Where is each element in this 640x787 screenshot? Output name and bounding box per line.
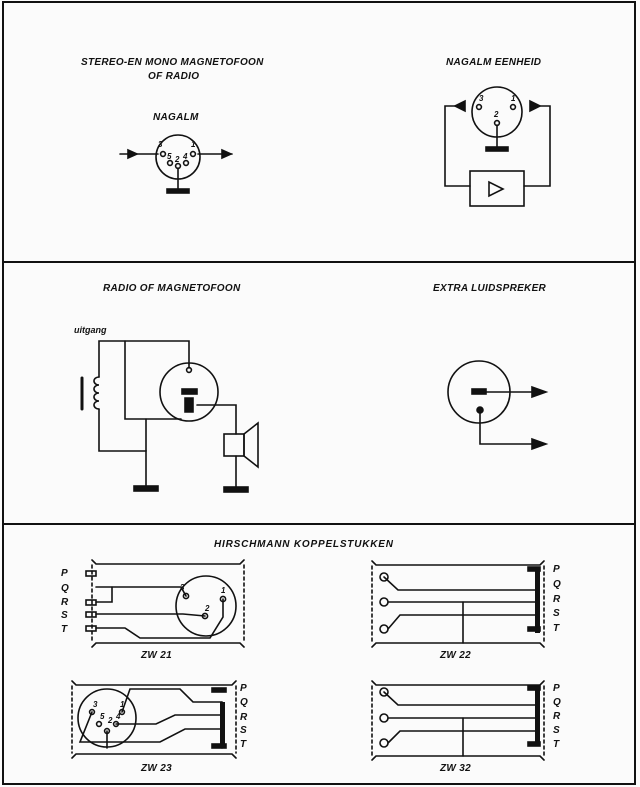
zw22-diagram (371, 560, 545, 648)
zw21-label: ZW 21 (141, 650, 172, 661)
zw32-letter-t: T (553, 739, 560, 750)
zw21-pin-3: 3 (180, 583, 185, 592)
nagalm-pin-1: 1 (191, 140, 196, 149)
eenheid-pin-3: 3 (479, 94, 484, 103)
zw21-pin-1: 1 (221, 586, 226, 595)
zw32-letter-r: R (553, 711, 561, 722)
zw32-diagram (371, 680, 545, 761)
zw23-pin-5: 5 (100, 712, 105, 721)
zw22-letter-p: P (553, 564, 560, 575)
zw32-letter-q: Q (553, 697, 561, 708)
zw22-label: ZW 22 (440, 650, 471, 661)
eenheid-pin-2: 2 (494, 110, 499, 119)
zw22-letter-t: T (553, 623, 560, 634)
zw21-pin-2: 2 (205, 604, 210, 613)
nagalm-socket (119, 134, 233, 194)
zw23-pin-1: 1 (120, 700, 125, 709)
zw23-pin-3: 3 (93, 700, 98, 709)
panel1-right-title: NAGALM EENHEID (446, 57, 542, 68)
zw23-letter-p: P (240, 683, 247, 694)
uitgang-label: uitgang (74, 325, 107, 335)
zw21-letter-r: R (61, 597, 69, 608)
zw32-letter-s: S (553, 725, 560, 736)
panel2-right-title: EXTRA LUIDSPREKER (433, 283, 547, 294)
panel1-left-title-line1: STEREO-EN MONO MAGNETOFOON (81, 57, 264, 68)
nagalm-eenheid-circuit (444, 86, 551, 207)
zw23-letter-s: S (240, 725, 247, 736)
zw32-letter-p: P (553, 683, 560, 694)
eenheid-pin-1: 1 (511, 94, 516, 103)
nagalm-pin-3: 3 (158, 140, 163, 149)
radio-magnetofoon-circuit (80, 340, 259, 493)
panel1-left-title-line2: OF RADIO (148, 71, 200, 82)
zw23-label: ZW 23 (141, 763, 172, 774)
zw23-pin-2: 2 (108, 716, 113, 725)
zw23-letter-q: Q (240, 697, 248, 708)
panel2-left-title: RADIO OF MAGNETOFOON (103, 283, 241, 294)
zw21-letter-q: Q (61, 583, 69, 594)
zw21-letter-t: T (61, 624, 68, 635)
nagalm-pin-4: 4 (183, 152, 188, 161)
zw22-letter-q: Q (553, 579, 561, 590)
nagalm-pin-5: 5 (167, 152, 172, 161)
zw21-letter-p: P (61, 568, 68, 579)
zw21-diagram (85, 559, 245, 648)
zw21-letter-s: S (61, 610, 68, 621)
zw23-letter-r: R (240, 712, 248, 723)
zw22-letter-s: S (553, 608, 560, 619)
zw23-pin-4: 4 (116, 712, 121, 721)
zw22-letter-r: R (553, 594, 561, 605)
panel3-title: HIRSCHMANN KOPPELSTUKKEN (214, 539, 394, 550)
nagalm-pin-2: 2 (175, 155, 180, 164)
zw23-letter-t: T (240, 739, 247, 750)
nagalm-label: NAGALM (153, 112, 199, 123)
zw23-diagram (71, 680, 237, 759)
zw32-label: ZW 32 (440, 763, 471, 774)
extra-luidspreker-circuit (447, 360, 549, 451)
